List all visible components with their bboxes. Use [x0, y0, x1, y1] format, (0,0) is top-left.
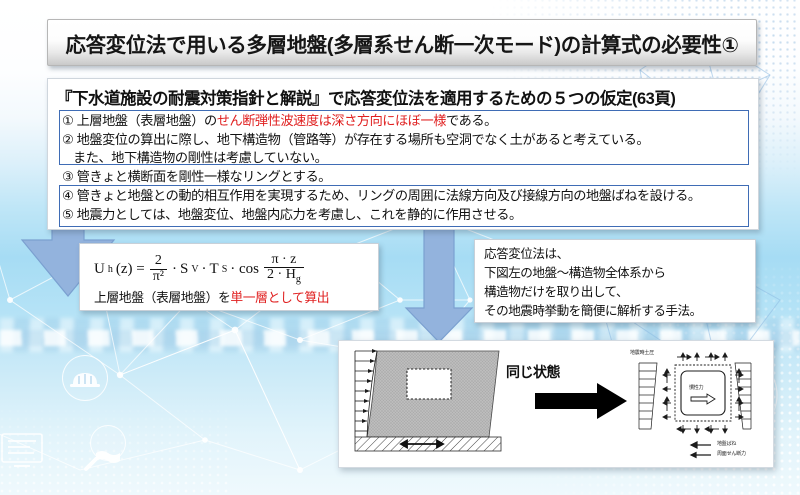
earth-pressure-label: 地震時土圧: [630, 350, 655, 356]
formula-ts-subscript: S: [221, 263, 228, 275]
formula-sv-subscript: V: [191, 263, 199, 275]
assumptions-group-first: [59, 110, 749, 165]
assumption-2-continued-text: また、地下構造物の剛性は考慮していない。: [73, 150, 328, 165]
assumption-1-highlight: せん断弾性波速度は深さ方向にほぼ一様: [216, 113, 447, 128]
description-line-4: その地震時挙動を簡便に解析する手法。: [484, 304, 702, 318]
assumption-3-text: 管きょと横断面を剛性一様なリングとする。: [76, 169, 332, 184]
assumption-1-marker: ①: [62, 113, 74, 128]
formula-cos-operator: · cos: [230, 260, 260, 277]
assumption-4-text: 管きょと地盤との動的相互作用を実現するため、リングの周囲に法線方向及び接線方向の…: [76, 188, 701, 203]
description-line-2: 下図左の地盤～構造物全体系から: [484, 266, 666, 280]
slide-title-bar: 応答変位法で用いる多層地盤(多層系せん断一次モード)の計算式の必要性①: [47, 19, 757, 66]
assumptions-group-second: [59, 185, 749, 227]
formula-cosine-fraction: π · z 2 · Hg: [264, 252, 304, 285]
formula-lhs-subscript: h: [107, 263, 113, 275]
assumption-5-text: 地震力としては、地盤変位、地盤内応力を考慮し、これを静的に作用させる。: [76, 207, 523, 222]
assumption-3-marker: ③: [62, 169, 74, 184]
assumption-1-pre: 上層地盤（表層地盤）の: [76, 113, 218, 128]
page-title: 応答変位法で用いる多層地盤(多層系せん断一次モード)の計算式の必要性①: [65, 33, 739, 57]
document-list-icon: [1, 433, 43, 467]
description-line-1: 応答変位法は、: [484, 247, 569, 261]
response-displacement-diagram: [354, 349, 752, 459]
transformation-arrow: [535, 383, 627, 419]
formula-sv: S: [179, 260, 189, 277]
assumption-item-2: ② 地盤変位の算出に際し、地下構造物（管路等）が存在する場所も空洞でなく土がある…: [62, 131, 650, 148]
formula-dot-2: ·: [201, 260, 207, 277]
method-description-box: 応答変位法は、 下図左の地盤～構造物全体系から 構造物だけを取り出して、 その地…: [474, 239, 756, 323]
formula-caption-highlight: 単一層として算出: [230, 290, 330, 305]
assumption-4-marker: ④: [62, 188, 74, 203]
assumption-item-3: ③ 管きょと横断面を剛性一様なリングとする。: [62, 168, 331, 185]
inertia-arrow: [690, 393, 716, 405]
formula-cos-numerator: π · z: [271, 252, 297, 267]
assumption-2-text: 地盤変位の算出に際し、地下構造物（管路等）が存在する場所も空洞でなく土があると考…: [76, 132, 650, 147]
formula-coefficient-fraction: 2 π²: [149, 253, 167, 284]
assumptions-panel: 『下水道施設の耐震対策指針と解説』で応答変位法を適用するための５つの仮定(63頁…: [47, 78, 759, 230]
hard-hat-icon: [70, 373, 100, 387]
assumption-5-marker: ⑤: [62, 207, 74, 222]
figure-panel: 地震時土圧 慣性力 地盤ばね 周面せん断力: [338, 340, 774, 468]
assumption-item-1: ① 上層地盤（表層地盤）のせん断弾性波速度は深さ方向にほぼ一様である。: [62, 112, 497, 129]
same-state-label: 同じ状態: [506, 364, 561, 380]
formula-dot-1: ·: [171, 260, 177, 277]
legend-label-ground-spring: 地盤ばね: [717, 441, 737, 447]
inertia-force-label: 慣性力: [689, 385, 704, 391]
extracted-structure-group: [638, 352, 752, 459]
assumption-2-marker: ②: [62, 132, 74, 147]
formula-cos-denominator: 2 · Hg: [264, 267, 304, 285]
formula-coef-numerator: 2: [154, 253, 162, 269]
soil-block-group: [354, 349, 502, 452]
formula-caption-pre: 上層地盤（表層地盤）を: [94, 290, 231, 305]
formula-ts: T: [209, 260, 219, 277]
formula-coef-denominator: π²: [149, 268, 167, 284]
legend-label-shear-force: 周面せん断力: [717, 451, 746, 457]
assumption-1-post: である。: [446, 113, 497, 128]
formula-lhs: U: [94, 260, 105, 277]
arrow-assumptions-to-figure: [404, 222, 474, 343]
formula-caption: 上層地盤（表層地盤）を単一層として算出: [94, 287, 330, 306]
assumptions-heading: 『下水道施設の耐震対策指針と解説』で応答変位法を適用するための５つの仮定(63頁…: [56, 90, 676, 108]
legend-arrow-marks: [689, 441, 711, 459]
water-inspection-icon: [84, 451, 120, 471]
assumption-item-5: ⑤ 地震力としては、地盤変位、地盤内応力を考慮し、これを静的に作用させる。: [62, 206, 522, 223]
formula-cos-den-text: 2 · H: [267, 267, 296, 283]
formula-cos-den-subscript: g: [295, 274, 301, 286]
assumption-item-4: ④ 管きょと地盤との動的相互作用を実現するため、リングの周囲に法線方向及び接線方…: [62, 187, 701, 204]
description-line-3: 構造物だけを取り出して、: [484, 285, 629, 299]
assumption-item-2-continued: また、地下構造物の剛性は考慮していない。: [73, 149, 328, 166]
formula-lhs-arg: (z) =: [115, 260, 145, 277]
